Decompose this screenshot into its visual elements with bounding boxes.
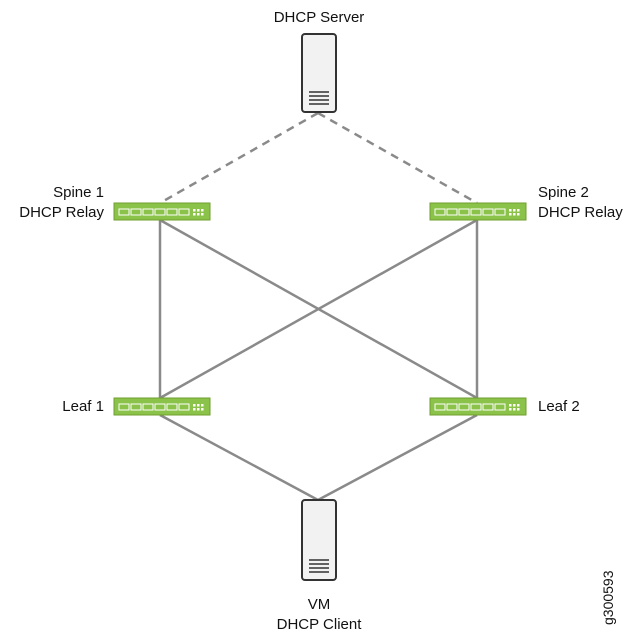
dhcp-server-icon [301, 33, 337, 113]
vm-name: VM [307, 596, 331, 613]
spine1-switch-icon [113, 202, 211, 221]
vm-role: DHCP Client [276, 616, 362, 633]
leaf2-label: Leaf 2 [538, 398, 580, 415]
figure-id: g300593 [600, 570, 616, 625]
spine2-name: Spine 2 [538, 184, 589, 201]
vm-label: VM DHCP Client [259, 595, 379, 635]
spine2-label: Spine 2 DHCP Relay [538, 183, 630, 223]
leaf2-switch-icon [429, 397, 527, 416]
vm-icon [301, 499, 337, 581]
spine2-switch-icon [429, 202, 527, 221]
link-server-spine2 [317, 111, 478, 205]
dhcp-server-label: DHCP Server [273, 9, 365, 26]
link-leaf1-vm [159, 413, 319, 502]
spine1-role: DHCP Relay [19, 204, 104, 221]
leaf1-switch-icon [113, 397, 211, 416]
link-server-spine1 [159, 111, 319, 205]
link-spine2-leaf1 [159, 218, 478, 400]
link-leaf2-vm [317, 413, 478, 502]
spine1-name: Spine 1 [53, 184, 104, 201]
leaf1-label: Leaf 1 [62, 398, 104, 415]
spine2-role: DHCP Relay [538, 204, 623, 221]
spine1-label: Spine 1 DHCP Relay [0, 183, 104, 223]
